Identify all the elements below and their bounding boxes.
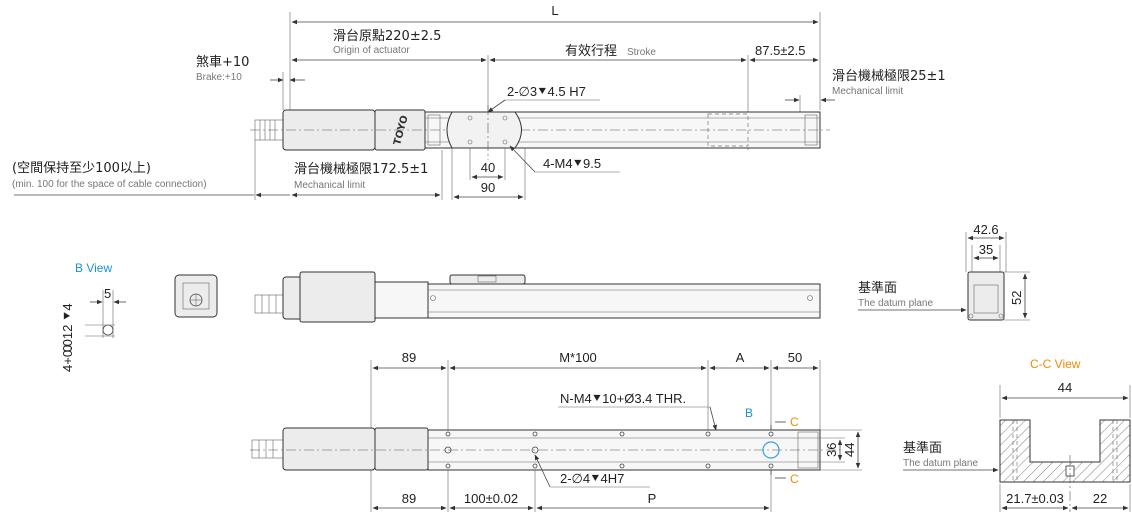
dim-40: 40 — [481, 160, 495, 175]
bottom-dim-50: 50 — [788, 350, 802, 365]
dim-87-5: 87.5±2.5 — [755, 43, 806, 58]
brake-label-cn: 煞車+10 — [196, 55, 249, 70]
bottom-dim-m100: M*100 — [559, 350, 597, 365]
dim-90: 90 — [481, 180, 495, 195]
side-view — [254, 271, 821, 323]
bottom-dim-36: 36 — [824, 443, 839, 457]
end-datum-en: The datum plane — [858, 298, 933, 309]
end-dim-35: 35 — [979, 242, 993, 257]
b-dim-5: 5 — [104, 286, 111, 301]
stroke-label-cn: 有效行程 — [565, 44, 617, 59]
motor-end-view — [174, 274, 218, 318]
end-view: 42.6 35 52 基準面 The datum plane — [858, 222, 1030, 321]
end-dim-42-6: 42.6 — [973, 222, 998, 237]
tap-note: 4-M4⯆9.5 — [543, 156, 601, 171]
dim-L: L — [551, 3, 558, 18]
bottom-dim-44: 44 — [842, 443, 857, 457]
bottom-dim-100: 100±0.02 — [464, 491, 518, 506]
label-c-top: C — [790, 415, 799, 429]
mounting-holes — [444, 431, 774, 469]
mech-limit-left-cn: 滑台機械極限172.5±1 — [294, 161, 428, 177]
cc-view-title: C-C View — [1030, 357, 1081, 371]
brake-label-en: Brake:+10 — [196, 72, 242, 83]
pin-note: 2-∅4⯆4H7 — [560, 471, 624, 486]
cc-datum-cn: 基準面 — [903, 440, 942, 456]
bottom-dim-89-bottom: 89 — [402, 491, 416, 506]
mech-limit-right-en: Mechanical limit — [832, 86, 903, 97]
b-view: B View 5 4+0.012 ⯆4 0 — [60, 261, 126, 372]
detail-b-circle — [762, 441, 780, 459]
cc-section — [999, 419, 1131, 483]
slider-carriage — [446, 111, 522, 149]
hole-note: 2-∅3⯆4.5 H7 — [507, 84, 586, 99]
end-datum-cn: 基準面 — [858, 280, 897, 296]
bottom-dim-P: P — [648, 491, 657, 506]
mech-limit-left-en: Mechanical limit — [294, 180, 365, 191]
mech-limit-right-cn: 滑台機械極限25±1 — [832, 68, 946, 84]
cc-dim-22: 22 — [1093, 491, 1107, 506]
b-tolerance-zero: 0 — [60, 345, 75, 352]
cable-note-en: (min. 100 for the space of cable connect… — [12, 179, 207, 190]
stroke-label-en: Stroke — [627, 47, 656, 58]
origin-label-en: Origin of actuator — [333, 45, 410, 56]
cc-view: C-C View 44 基準面 The datum plane 21.7±0.0… — [903, 357, 1131, 512]
thread-note: N-M4⯆10+Ø3.4 THR. — [560, 391, 686, 406]
origin-label-cn: 滑台原點220±2.5 — [333, 29, 441, 44]
actuator-body-side — [427, 283, 821, 319]
bottom-dim-A: A — [736, 350, 745, 365]
top-view: L 滑台原點220±2.5 Origin of actuator 有效行程 St… — [12, 3, 946, 200]
b-view-title: B View — [75, 261, 112, 275]
cc-dim-21-7: 21.7±0.03 — [1006, 491, 1064, 506]
bottom-dim-89-top: 89 — [402, 350, 416, 365]
cc-dim-44: 44 — [1058, 380, 1072, 395]
label-c-bottom: C — [790, 472, 799, 486]
bottom-view: 89 M*100 A 50 N-M4⯆10+Ø3.4 THR. B — [250, 350, 862, 512]
cable-note-cn: (空間保持至少100以上) — [12, 161, 151, 176]
b-tolerance: 4+0.012 ⯆4 — [60, 303, 75, 372]
cc-datum-en: The datum plane — [903, 458, 978, 469]
label-b: B — [745, 406, 753, 420]
end-dim-52: 52 — [1009, 291, 1024, 305]
